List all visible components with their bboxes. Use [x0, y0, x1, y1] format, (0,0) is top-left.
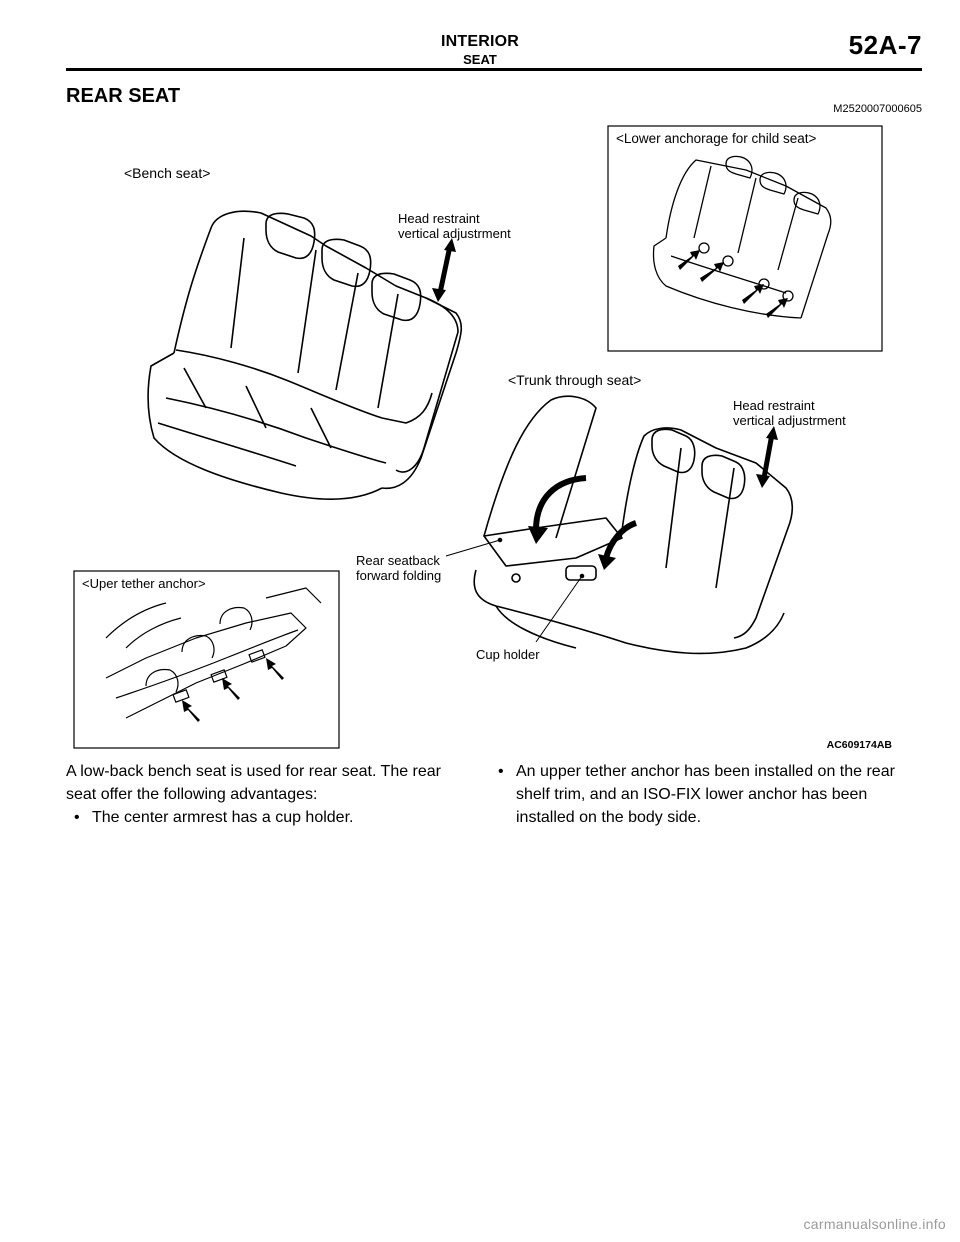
rear-seat-illustration: <Bench seat> <Lower anchorage for child …	[73, 125, 893, 750]
section-title: REAR SEAT	[66, 85, 181, 107]
trunk-through-label: <Trunk through seat>	[508, 372, 641, 388]
fold-arrows	[528, 475, 638, 570]
head-adjust-arrow-1	[432, 238, 456, 302]
upper-tether-drawing	[105, 587, 322, 719]
upper-tether-label: <Uper tether anchor>	[82, 576, 206, 591]
bench-seat-label: <Bench seat>	[124, 165, 210, 181]
header-rule	[66, 68, 922, 71]
bullet-item: • An upper tether anchor has been instal…	[490, 760, 922, 829]
bullet-dot: •	[498, 763, 504, 780]
head-adjust-arrow-2	[756, 426, 778, 488]
cup-holder-label: Cup holder	[476, 647, 540, 662]
tether-arrows	[182, 658, 284, 722]
bench-seat-drawing	[147, 210, 463, 501]
header-subtitle: SEAT	[463, 52, 497, 67]
leader-lines	[445, 537, 585, 643]
section-code: M2520007000605	[833, 103, 922, 115]
bullet-dot: •	[74, 809, 80, 826]
rear-seatback-label-line1: Rear seatback	[356, 553, 440, 568]
intro-paragraph: A low-back bench seat is used for rear s…	[66, 763, 442, 803]
lower-anchor-arrows	[678, 250, 788, 318]
head-restraint-label-1-line1: Head restraint	[398, 211, 480, 226]
rear-seatback-label-line2: forward folding	[356, 568, 441, 583]
head-restraint-label-2-line1: Head restraint	[733, 398, 815, 413]
header-title: INTERIOR	[440, 33, 520, 50]
upper-tether-box	[73, 570, 340, 749]
bullet-text: An upper tether anchor has been installe…	[516, 763, 895, 826]
head-restraint-label-2-line2: vertical adjustrment	[733, 413, 846, 428]
left-column: A low-back bench seat is used for rear s…	[66, 760, 468, 829]
page-number: 52A-7	[848, 30, 922, 60]
bullet-item: • The center armrest has a cup holder.	[66, 806, 468, 829]
trunk-through-seat-drawing	[473, 395, 794, 655]
head-restraint-label-1-line2: vertical adjustrment	[398, 226, 511, 241]
lower-anchor-seat-drawing	[652, 155, 832, 319]
right-column: • An upper tether anchor has been instal…	[490, 760, 922, 829]
rear-seat-figure: <Bench seat> <Lower anchorage for child …	[66, 118, 922, 750]
bullet-text: The center armrest has a cup holder.	[92, 809, 354, 826]
figure-code: AC609174AB	[827, 739, 893, 750]
lower-anchor-box	[607, 125, 883, 352]
lower-anchor-label: <Lower anchorage for child seat>	[616, 131, 816, 146]
footer-watermark: carmanualsonline.info	[803, 1216, 946, 1232]
